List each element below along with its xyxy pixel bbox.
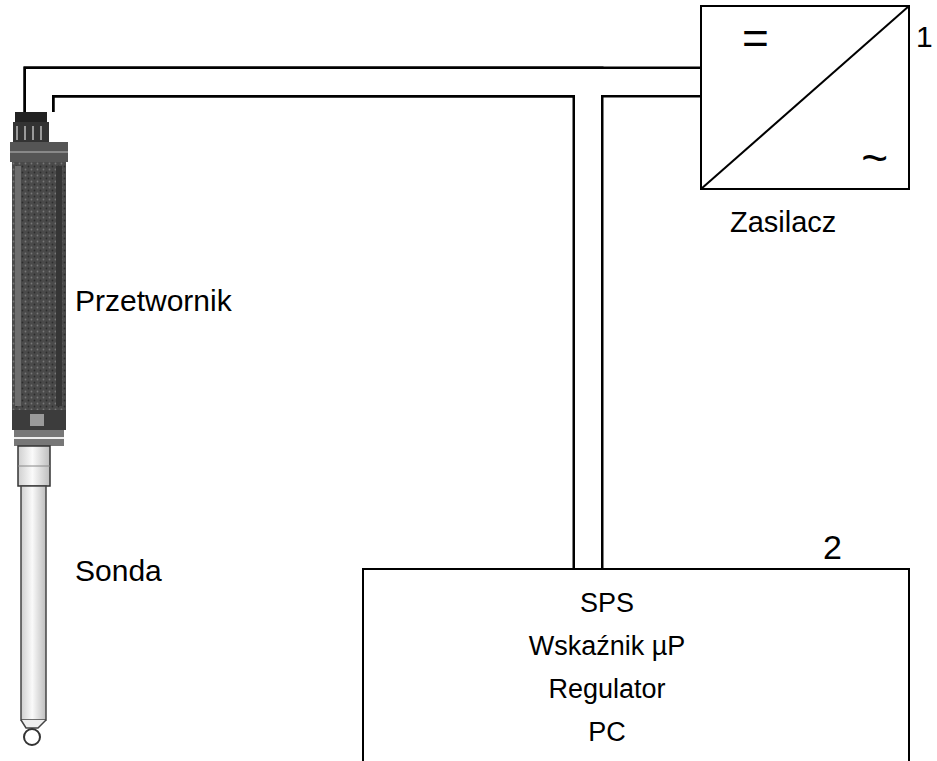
controller-box: SPS Wskaźnik µP RegulatorPC: [362, 568, 910, 761]
device-name: Wskaźnik µP: [529, 631, 686, 662]
lower-ring: [12, 410, 66, 430]
thread-ring: [14, 430, 64, 446]
cable-core: [39, 82, 588, 568]
node-heading: Przetwornik: [75, 284, 232, 317]
power-supply-box: =~Zasilacz: [700, 5, 910, 190]
probe-tube: [21, 486, 46, 720]
device-name: SPS: [580, 588, 634, 619]
node-heading: Zasilacz: [730, 207, 836, 239]
probe-bulb: [24, 729, 40, 745]
transducer: Przetwornik: [8, 112, 70, 452]
transducer-body: [12, 162, 66, 410]
device-name: Regulator: [548, 674, 665, 705]
device-name: PC: [588, 717, 626, 748]
callout-number: 2: [823, 530, 842, 564]
cable: [39, 82, 588, 568]
converter-diagonal: [701, 6, 909, 189]
part-name: Sonda: [75, 556, 162, 586]
dc-symbol: =: [742, 13, 769, 64]
ac-symbol: ~: [861, 133, 888, 184]
gland-body: [13, 122, 49, 142]
gland-nut: [15, 112, 47, 122]
callout-number: 1: [916, 22, 933, 52]
probe-collar: [18, 446, 50, 486]
head-collar: [10, 142, 68, 162]
